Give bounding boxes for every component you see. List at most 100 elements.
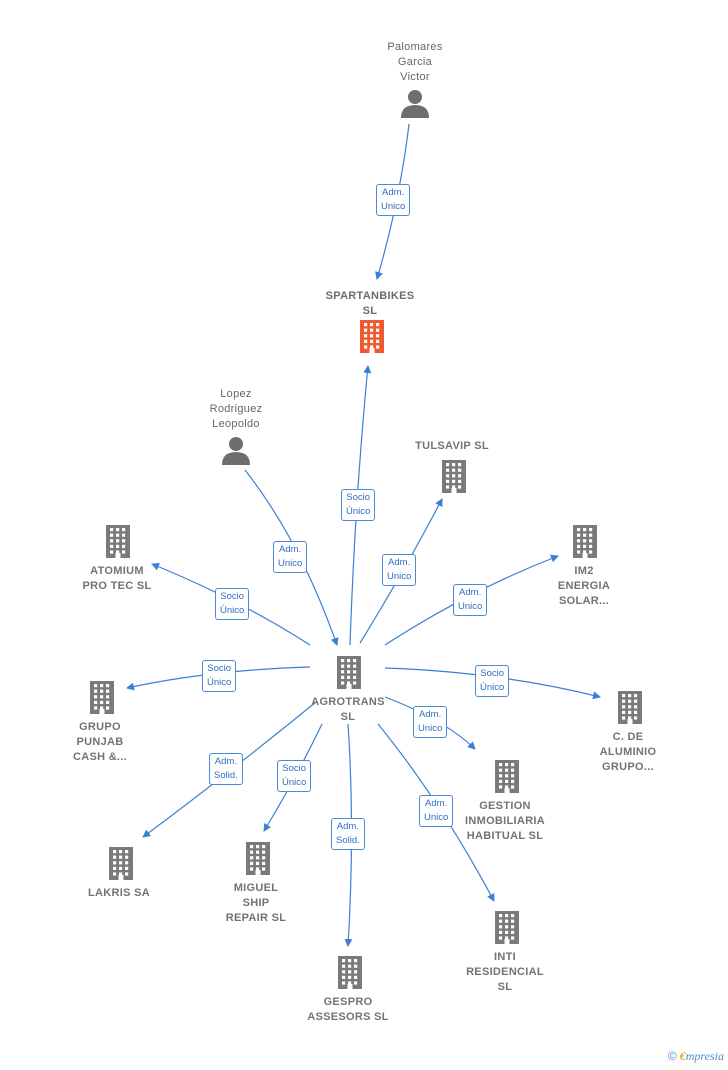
edge-label-agrotrans-gestion[interactable]: Adm. Unico	[413, 706, 448, 738]
node-label-line: SL	[340, 711, 356, 723]
building-icon[interactable]	[492, 910, 522, 949]
node-label-line: SOLAR...	[558, 595, 610, 607]
node-label-inti[interactable]: INTI RESIDENCIAL SL	[455, 950, 555, 995]
edge-label-agrotrans-im2[interactable]: Adm. Unico	[453, 584, 488, 616]
node-label-line: Victor	[400, 71, 430, 83]
edge-label-line: Adm.	[382, 187, 405, 198]
edge-label-line: Adm.	[279, 544, 302, 555]
node-label-line: ENERGIA	[557, 580, 611, 592]
node-label-line: ALUMINIO	[599, 746, 657, 758]
node-label-line: REPAIR SL	[225, 912, 287, 924]
node-label-line: RESIDENCIAL	[466, 966, 544, 978]
node-label-c-de-aluminio[interactable]: C. DE ALUMINIO GRUPO...	[583, 730, 673, 775]
empresia-logo[interactable]: © €mpresia	[667, 1049, 724, 1063]
node-label-line: LAKRIS SA	[88, 887, 150, 899]
node-label-line: INMOBILIARIA	[465, 815, 545, 827]
edge-label-line: Adm.	[214, 756, 237, 767]
edge-label-agrotrans-lakris[interactable]: Adm. Solid.	[209, 753, 243, 785]
node-label-line: Lopez	[220, 388, 252, 400]
node-label-gestion[interactable]: GESTION INMOBILIARIA HABITUAL SL	[450, 799, 560, 844]
building-icon[interactable]	[570, 524, 600, 563]
node-label-line: SL	[362, 305, 378, 317]
node-label-line: Rodriguez	[209, 403, 263, 415]
edge-label-line: Socio	[480, 668, 505, 679]
edge-label-line: Socio	[282, 763, 307, 774]
building-icon[interactable]	[439, 459, 469, 498]
node-label-line: AGROTRANS	[311, 696, 385, 708]
node-label-line: GESPRO	[323, 996, 373, 1008]
edge-label-line: Único	[220, 605, 245, 616]
node-label-lakris[interactable]: LAKRIS SA	[74, 886, 164, 901]
edge-label-line: Unico	[424, 812, 449, 823]
edge-label-line: Unico	[381, 201, 406, 212]
node-label-line: TULSAVIP SL	[415, 440, 489, 452]
node-label-tulsavip[interactable]: TULSAVIP SL	[397, 439, 507, 454]
building-icon[interactable]	[615, 690, 645, 729]
edge-label-line: Unico	[418, 723, 443, 734]
node-label-line: INTI	[494, 951, 516, 963]
edge-label-lopez-agrotrans[interactable]: Adm. Unico	[273, 541, 308, 573]
edge-label-line: Adm.	[419, 709, 442, 720]
node-label-line: GRUPO...	[602, 761, 654, 773]
edge-label-line: Unico	[458, 601, 483, 612]
edge-label-line: Unico	[387, 571, 412, 582]
person-icon[interactable]	[221, 435, 251, 470]
node-label-spartanbikes[interactable]: SPARTANBIKES SL	[310, 289, 430, 319]
edge-label-line: Unico	[278, 558, 303, 569]
node-label-line: HABITUAL SL	[466, 830, 544, 842]
node-label-line: Garcia	[397, 56, 433, 68]
node-label-line: PRO TEC SL	[82, 580, 152, 592]
building-icon[interactable]	[357, 319, 387, 358]
building-icon[interactable]	[103, 524, 133, 563]
node-label-gespro[interactable]: GESPRO ASSESORS SL	[293, 995, 403, 1025]
edge-label-line: Socio	[220, 591, 245, 602]
node-label-line: PUNJAB	[76, 736, 124, 748]
person-icon[interactable]	[400, 88, 430, 123]
node-label-line: C. DE	[612, 731, 644, 743]
edge-label-agrotrans-inti[interactable]: Adm. Unico	[419, 795, 454, 827]
node-label-line: Palomares	[387, 41, 443, 53]
building-icon[interactable]	[335, 955, 365, 994]
building-icon[interactable]	[87, 680, 117, 719]
edge-label-line: Solid.	[214, 770, 238, 781]
edge-label-line: Adm.	[336, 821, 359, 832]
node-label-line: ASSESORS SL	[307, 1011, 389, 1023]
node-label-line: MIGUEL	[233, 882, 279, 894]
building-icon[interactable]	[492, 759, 522, 798]
edge-label-line: Único	[282, 777, 307, 788]
node-label-line: GRUPO	[79, 721, 121, 733]
node-label-line: Leopoldo	[212, 418, 260, 430]
node-label-line: GESTION	[479, 800, 531, 812]
node-label-line: SPARTANBIKES	[325, 290, 415, 302]
edge-label-line: Adm.	[425, 798, 448, 809]
node-label-agrotrans[interactable]: AGROTRANS SL	[298, 695, 398, 725]
node-label-line: CASH &...	[72, 751, 128, 763]
node-label-line: IM2	[574, 565, 594, 577]
building-icon[interactable]	[334, 655, 364, 694]
edge-label-line: Socio	[207, 663, 232, 674]
edge-label-line: Único	[207, 677, 232, 688]
edge-label-line: Adm.	[459, 587, 482, 598]
edge-label-line: Único	[346, 506, 371, 517]
building-icon[interactable]	[243, 841, 273, 880]
edge-label-line: Solid.	[336, 835, 360, 846]
edge-label-agrotrans-tulsavip[interactable]: Adm. Unico	[382, 554, 417, 586]
edge-label-palomares-spartanbikes[interactable]: Adm. Unico	[376, 184, 411, 216]
building-icon[interactable]	[106, 846, 136, 885]
node-label-line: SL	[497, 981, 513, 993]
edge-label-line: Adm.	[388, 557, 411, 568]
node-label-atomium[interactable]: ATOMIUM PRO TEC SL	[67, 564, 167, 594]
node-label-grupo-punjab[interactable]: GRUPO PUNJAB CASH &...	[55, 720, 145, 765]
edge-label-agrotrans-gespro[interactable]: Adm. Solid.	[331, 818, 365, 850]
edge-label-line: Único	[480, 682, 505, 693]
node-label-line: ATOMIUM	[90, 565, 144, 577]
